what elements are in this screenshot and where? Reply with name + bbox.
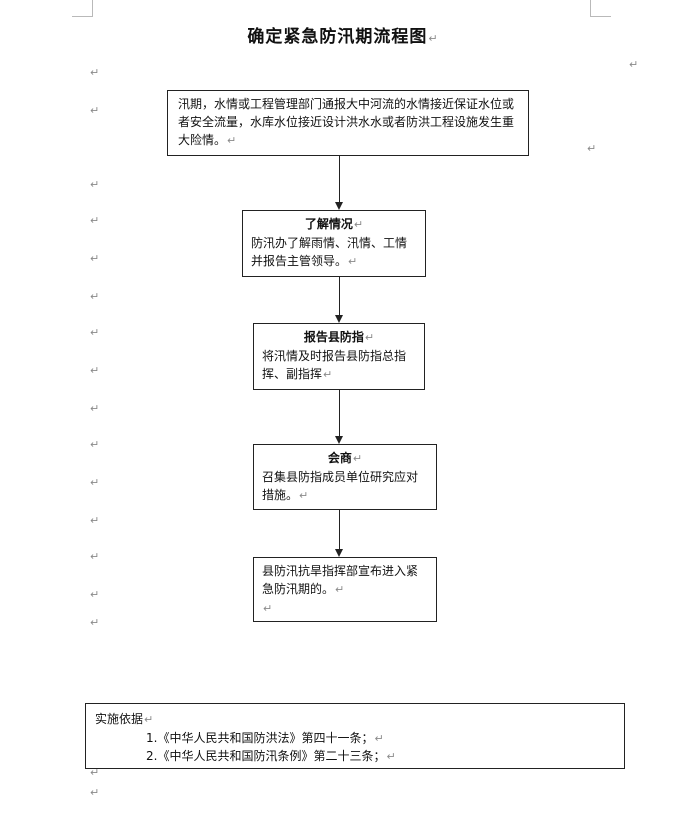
flow-step-declare: 县防汛抗旱指挥部宣布进入紧急防汛期的。↵ ↵ — [253, 557, 437, 622]
step-heading: 了解情况 — [304, 217, 353, 231]
basis-item: 1.《中华人民共和国防洪法》第四十一条； — [146, 731, 374, 745]
step-heading: 会商 — [327, 451, 352, 465]
paragraph-mark-icon: ↵ — [629, 58, 639, 71]
paragraph-mark-icon: ↵ — [227, 134, 237, 147]
title-text: 确定紧急防汛期流程图 — [247, 27, 428, 47]
paragraph-mark-icon: ↵ — [386, 750, 396, 763]
paragraph-mark-icon: ↵ — [90, 290, 100, 303]
paragraph-mark-icon: ↵ — [90, 252, 100, 265]
page-title: 确定紧急防汛期流程图↵ — [0, 22, 686, 47]
paragraph-mark-icon: ↵ — [90, 616, 100, 629]
paragraph-mark-icon: ↵ — [90, 326, 100, 339]
paragraph-mark-icon: ↵ — [335, 583, 345, 596]
paragraph-mark-icon: ↵ — [90, 550, 100, 563]
paragraph-mark-icon: ↵ — [90, 364, 100, 377]
paragraph-mark-icon: ↵ — [90, 214, 100, 227]
flow-connector — [339, 156, 340, 202]
paragraph-mark-icon: ↵ — [90, 786, 100, 799]
step-text: 防汛办了解雨情、汛情、工情并报告主管领导。 — [251, 236, 408, 268]
paragraph-mark-icon: ↵ — [352, 452, 363, 465]
paragraph-mark-icon: ↵ — [90, 438, 100, 451]
paragraph-mark-icon: ↵ — [299, 489, 309, 502]
flow-step-understand: 了解情况↵ 防汛办了解雨情、汛情、工情并报告主管领导。↵ — [242, 210, 426, 277]
paragraph-mark-icon: ↵ — [90, 178, 100, 191]
paragraph-mark-icon: ↵ — [90, 766, 100, 779]
arrow-down-icon — [335, 549, 343, 557]
paragraph-mark-icon: ↵ — [90, 402, 100, 415]
paragraph-mark-icon: ↵ — [90, 588, 100, 601]
paragraph-mark-icon: ↵ — [374, 732, 384, 745]
flow-step-consult: 会商↵ 召集县防指成员单位研究应对措施。↵ — [253, 444, 437, 510]
paragraph-mark-icon: ↵ — [428, 32, 439, 45]
basis-title: 实施依据 — [95, 712, 144, 726]
step-text: 汛期，水情或工程管理部门通报大中河流的水情接近保证水位或者安全流量，水库水位接近… — [178, 97, 515, 147]
page-corner-mark-right — [590, 0, 611, 17]
paragraph-mark-icon: ↵ — [263, 602, 273, 615]
paragraph-mark-icon: ↵ — [90, 66, 100, 79]
paragraph-mark-icon: ↵ — [348, 255, 358, 268]
arrow-down-icon — [335, 315, 343, 323]
arrow-down-icon — [335, 202, 343, 210]
step-text: 将汛情及时报告县防指总指挥、副指挥 — [262, 349, 407, 381]
step-text: 县防汛抗旱指挥部宣布进入紧急防汛期的。 — [262, 564, 419, 596]
paragraph-mark-icon: ↵ — [364, 331, 375, 344]
basis-box: 实施依据↵ 1.《中华人民共和国防洪法》第四十一条；↵ 2.《中华人民共和国防汛… — [85, 703, 625, 769]
paragraph-mark-icon: ↵ — [90, 514, 100, 527]
flow-connector — [339, 510, 340, 549]
flow-connector — [339, 390, 340, 436]
step-heading: 报告县防指 — [303, 330, 364, 344]
paragraph-mark-icon: ↵ — [353, 218, 364, 231]
paragraph-mark-icon: ↵ — [90, 476, 100, 489]
paragraph-mark-icon: ↵ — [323, 368, 333, 381]
paragraph-mark-icon: ↵ — [90, 104, 100, 117]
arrow-down-icon — [335, 436, 343, 444]
paragraph-mark-icon: ↵ — [587, 142, 597, 155]
flow-step-report: 报告县防指↵ 将汛情及时报告县防指总指挥、副指挥↵ — [253, 323, 425, 390]
step-text: 召集县防指成员单位研究应对措施。 — [262, 470, 419, 502]
flow-connector — [339, 277, 340, 315]
basis-item: 2.《中华人民共和国防汛条例》第二十三条； — [146, 749, 386, 763]
flow-step-trigger: 汛期，水情或工程管理部门通报大中河流的水情接近保证水位或者安全流量，水库水位接近… — [167, 90, 529, 156]
paragraph-mark-icon: ↵ — [144, 713, 154, 726]
page-corner-mark-left — [72, 0, 93, 17]
